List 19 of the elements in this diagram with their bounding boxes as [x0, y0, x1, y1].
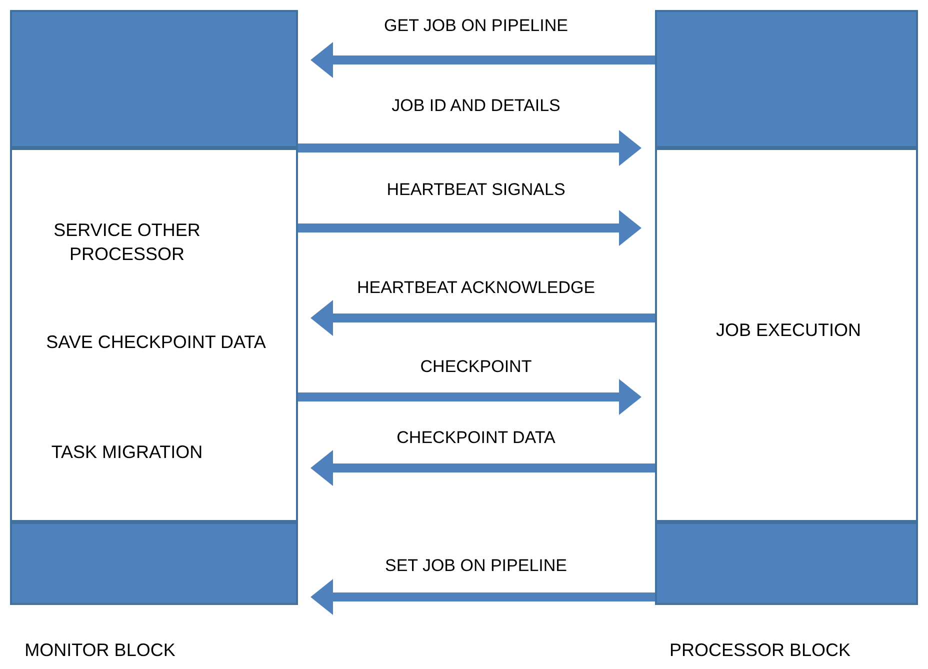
arrow — [310, 579, 655, 615]
filled-block — [10, 522, 298, 605]
arrow — [310, 300, 655, 336]
arrow — [297, 379, 642, 415]
arrow — [310, 42, 655, 78]
block-title: PROCESSOR BLOCK — [668, 639, 852, 662]
arrow — [297, 130, 642, 166]
block-text: SERVICE OTHER PROCESSOR — [52, 219, 202, 266]
block-text: TASK MIGRATION — [50, 441, 204, 464]
process-box — [655, 148, 918, 522]
block-title: MONITOR BLOCK — [24, 639, 176, 662]
arrow — [297, 210, 642, 246]
filled-block — [655, 522, 918, 605]
block-text: JOB EXECUTION — [714, 319, 862, 342]
process-box — [10, 148, 298, 522]
block-text: SAVE CHECKPOINT DATA — [45, 331, 267, 354]
arrow — [310, 450, 655, 486]
filled-block — [655, 10, 918, 148]
filled-block — [10, 10, 298, 148]
